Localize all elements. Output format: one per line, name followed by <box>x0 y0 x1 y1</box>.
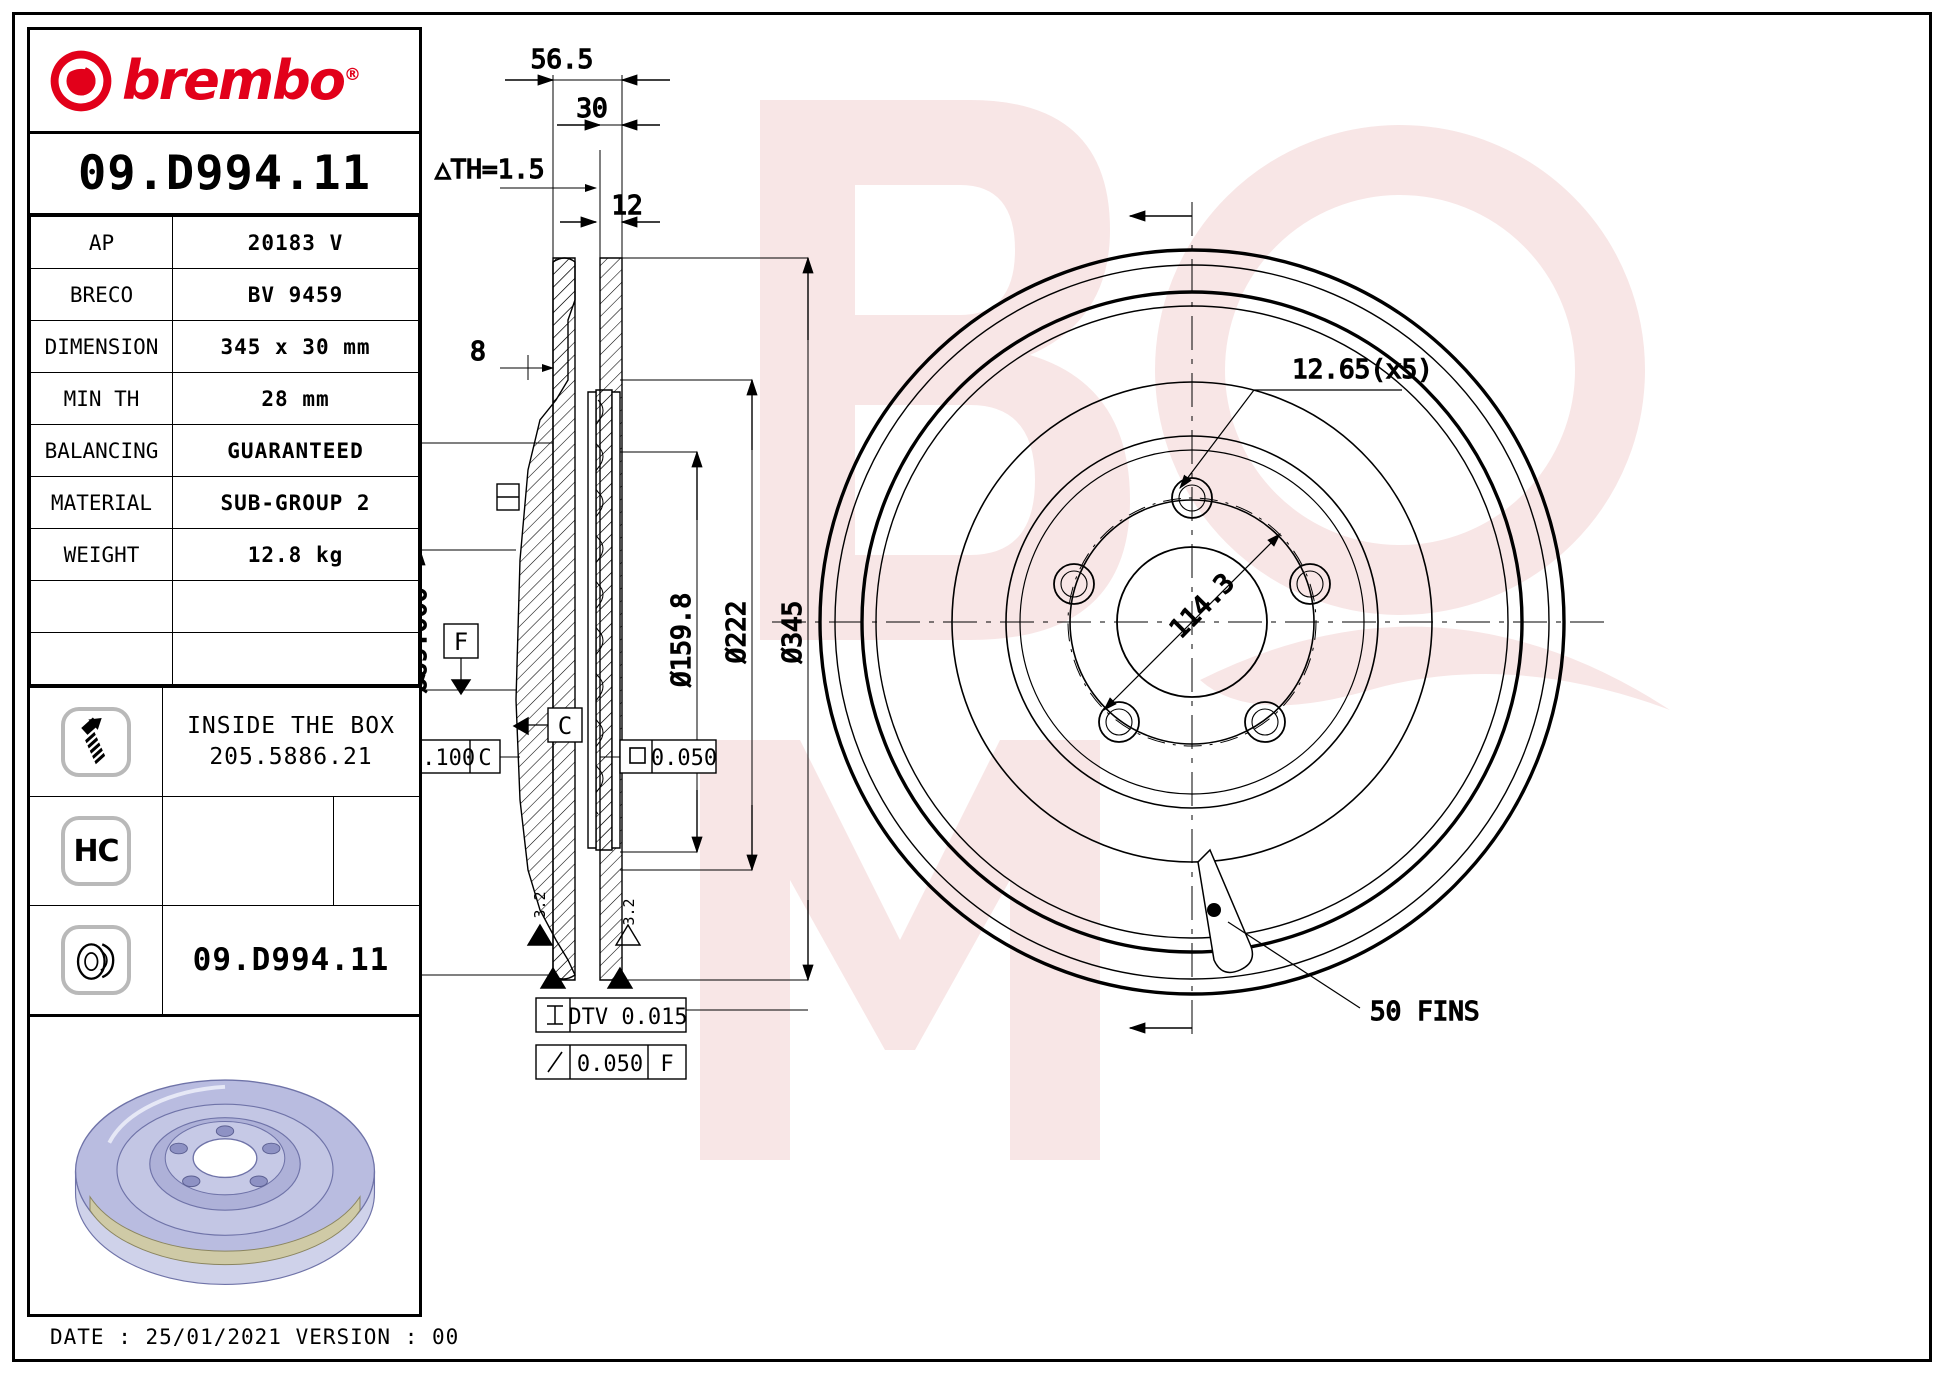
dim-pcd: 114.3 <box>1164 568 1241 645</box>
spec-key-weight: WEIGHT <box>30 528 173 581</box>
disc-icon-cell <box>30 906 163 1014</box>
gdt-dtv-value: DTV 0.015 <box>568 1005 687 1030</box>
disc-part-code: 09.D994.11 <box>192 942 390 978</box>
table-row: MATERIAL SUB-GROUP 2 <box>30 476 419 529</box>
screw-icon <box>61 707 131 777</box>
product-render-cell <box>30 1017 419 1307</box>
table-row <box>30 580 419 633</box>
footer-date: DATE : 25/01/2021 VERSION : 00 <box>50 1325 460 1349</box>
table-row: DIMENSION 345 x 30 mm <box>30 320 419 373</box>
spec-value-empty-2 <box>172 632 419 685</box>
screw-info-line1: INSIDE THE BOX <box>187 712 395 739</box>
datum-f-label: F <box>454 628 468 656</box>
label-fins: 50 FINS <box>1370 997 1480 1027</box>
table-row <box>30 632 419 685</box>
label-bolt-hole-dia: 12.65(x5) <box>1292 355 1433 385</box>
gdt-runout-datum: F <box>660 1052 673 1077</box>
dim-dia-159-8: Ø159.8 <box>667 593 697 687</box>
gdt-runout-value: 0.050 <box>577 1052 643 1077</box>
surface-finish-left: 3.2 <box>531 891 549 918</box>
disc-code-row: 09.D994.11 <box>30 906 419 1017</box>
spec-key-min-th: MIN TH <box>30 372 173 425</box>
spec-key-balancing: BALANCING <box>30 424 173 477</box>
table-row: BALANCING GUARANTEED <box>30 424 419 477</box>
brand-wordmark: brembo® <box>122 53 361 108</box>
dim-56-5: 56.5 <box>531 45 594 75</box>
table-row: AP 20183 V <box>30 216 419 269</box>
spec-key-dimension: DIMENSION <box>30 320 173 373</box>
hc-label: HC <box>73 833 119 869</box>
table-row: WEIGHT 12.8 kg <box>30 528 419 581</box>
spec-value-min-th: 28 mm <box>172 372 419 425</box>
spec-value-empty-1 <box>172 580 419 633</box>
spec-key-ap: AP <box>30 216 173 269</box>
hc-icon-cell: HC <box>30 797 163 905</box>
spec-value-weight: 12.8 kg <box>172 528 419 581</box>
spec-value-dimension: 345 x 30 mm <box>172 320 419 373</box>
brake-disc-3d-render <box>74 1079 375 1285</box>
hc-row-right-empty <box>334 797 419 905</box>
spec-key-breco: BRECO <box>30 268 173 321</box>
hc-row-mid-empty <box>163 797 334 905</box>
table-row: BRECO BV 9459 <box>30 268 419 321</box>
screw-icon-cell <box>30 688 163 796</box>
brand-name: brembo <box>122 48 346 112</box>
dim-th-variation: △TH=1.5 <box>435 155 545 185</box>
gdt-flatness-symbol <box>629 747 646 764</box>
spec-value-breco: BV 9459 <box>172 268 419 321</box>
info-panel: brembo® 09.D994.11 AP 20183 V BRECO BV 9… <box>27 27 422 1317</box>
dim-30: 30 <box>576 94 607 124</box>
brand-header: brembo® <box>30 30 419 134</box>
gdt-runout-symbol <box>547 1051 563 1073</box>
spec-value-balancing: GUARANTEED <box>172 424 419 477</box>
brembo-b-logo-icon <box>50 50 112 111</box>
screw-info-row: INSIDE THE BOX 205.5886.21 <box>30 685 419 797</box>
part-code: 09.D994.11 <box>78 146 371 201</box>
brand-registered: ® <box>343 64 361 85</box>
drawing-frame <box>12 12 1932 1362</box>
brake-disc-icon <box>61 925 131 995</box>
spec-value-ap: 20183 V <box>172 216 419 269</box>
datum-c-label: C <box>558 712 572 740</box>
screw-info-text: INSIDE THE BOX 205.5886.21 <box>163 688 419 796</box>
spec-key-empty-1 <box>30 580 173 633</box>
table-row: MIN TH 28 mm <box>30 372 419 425</box>
spec-key-material: MATERIAL <box>30 476 173 529</box>
hc-row: HC <box>30 797 419 906</box>
hc-badge-icon: HC <box>61 816 131 886</box>
dim-dia-345: Ø345 <box>778 601 808 664</box>
spec-value-material: SUB-GROUP 2 <box>172 476 419 529</box>
spec-key-empty-2 <box>30 632 173 685</box>
screw-info-line2: 205.5886.21 <box>209 744 373 770</box>
surface-finish-right: 3.2 <box>620 898 638 925</box>
gdt-parallelism-datum: C <box>478 746 491 771</box>
dim-8: 8 <box>470 337 486 367</box>
part-code-cell: 09.D994.11 <box>30 134 419 216</box>
gdt-flatness-value: 0.050 <box>651 746 717 771</box>
dim-dia-222: Ø222 <box>722 601 752 664</box>
spec-table: AP 20183 V BRECO BV 9459 DIMENSION 345 x… <box>30 216 419 685</box>
dim-12: 12 <box>611 191 642 221</box>
